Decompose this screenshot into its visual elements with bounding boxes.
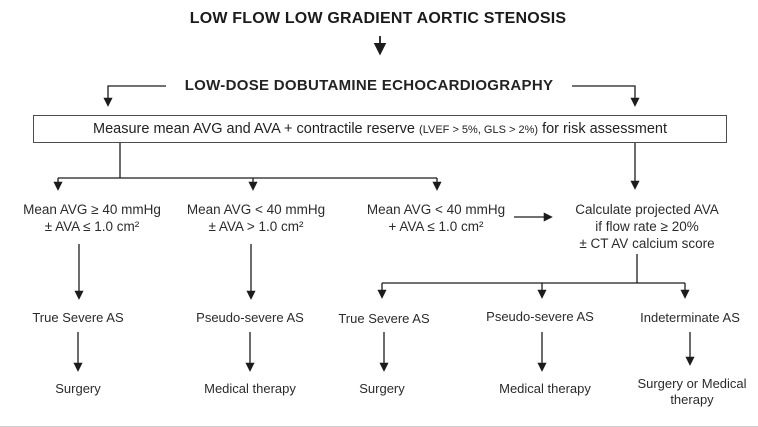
treatment-label-4: Medical therapy — [499, 381, 591, 396]
criterion-line: Mean AVG ≥ 40 mmHg — [23, 202, 161, 217]
treatment-label-3: Surgery — [359, 381, 405, 396]
criterion-node-1: Mean AVG ≥ 40 mmHg ± AVA ≤ 1.0 cm² — [23, 201, 161, 235]
assessment-text-end: for risk assessment — [542, 121, 667, 137]
criterion-line: Calculate projected AVA — [575, 202, 719, 217]
diagnosis-label-4: Pseudo-severe AS — [486, 309, 594, 324]
criterion-line: ± AVA ≤ 1.0 cm² — [44, 219, 140, 234]
criterion-line: Mean AVG < 40 mmHg — [186, 202, 326, 217]
method-heading: LOW-DOSE DOBUTAMINE ECHOCARDIOGRAPHY — [184, 77, 554, 94]
criterion-node-4: Calculate projected AVA if flow rate ≥ 2… — [575, 201, 719, 252]
page-title: LOW FLOW LOW GRADIENT AORTIC STENOSIS — [189, 10, 567, 27]
diagnosis-label-2: Pseudo-severe AS — [196, 310, 304, 325]
treatment-label-2: Medical therapy — [204, 381, 296, 396]
criterion-node-2: Mean AVG < 40 mmHg ± AVA > 1.0 cm² — [187, 201, 325, 235]
diagnosis-label-1: True Severe AS — [32, 310, 124, 325]
criterion-line: + AVA ≤ 1.0 cm² — [388, 219, 484, 234]
criterion-line: ± AVA > 1.0 cm² — [208, 219, 304, 234]
diagnosis-label-5: Indeterminate AS — [640, 310, 740, 325]
criterion-line: if flow rate ≥ 20% — [595, 219, 699, 234]
treatment-label-5: Surgery or Medical therapy — [637, 376, 747, 407]
assessment-box: Measure mean AVG and AVA + contractile r… — [33, 115, 727, 143]
diagnosis-label-3: True Severe AS — [338, 311, 430, 326]
treatment-label-1: Surgery — [55, 381, 101, 396]
criterion-node-3: Mean AVG < 40 mmHg + AVA ≤ 1.0 cm² — [367, 201, 505, 235]
assessment-text-detail: (LVEF > 5%, GLS > 2%) — [419, 124, 539, 136]
criterion-line: Mean AVG < 40 mmHg — [366, 202, 506, 217]
assessment-text-main: Measure mean AVG and AVA + contractile r… — [93, 121, 415, 137]
criterion-line: ± CT AV calcium score — [579, 236, 715, 251]
